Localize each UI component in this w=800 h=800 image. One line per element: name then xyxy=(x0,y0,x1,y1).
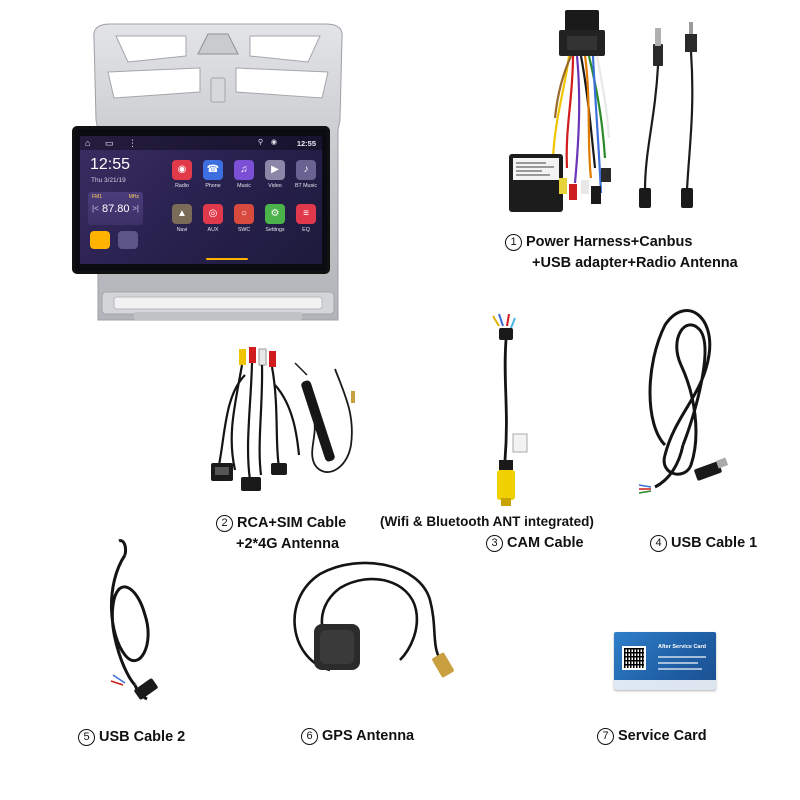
usb-cable-2-image xyxy=(109,539,158,701)
nav-buttons[interactable]: ⌂ ▭ ⋮ xyxy=(85,138,143,148)
music-icon: ♫ xyxy=(234,160,254,180)
app-bt-music[interactable]: ♪ BT Music xyxy=(292,160,320,189)
app-video[interactable]: ▶ Video xyxy=(261,160,289,189)
quick-icons xyxy=(90,231,142,253)
app-eq[interactable]: ≡ EQ xyxy=(292,204,320,233)
app-radio[interactable]: ◉ Radio xyxy=(168,160,196,189)
car-icon[interactable] xyxy=(90,231,110,249)
caption-line1: Service Card xyxy=(618,728,707,744)
app-label: EQ xyxy=(302,227,310,233)
radio-icon: ◉ xyxy=(172,160,192,180)
cam-cable-image xyxy=(492,313,528,506)
caption-line1: USB Cable 1 xyxy=(671,535,758,551)
bluetooth-music-icon: ♪ xyxy=(296,160,316,180)
steering-wheel-icon: ○ xyxy=(234,204,254,224)
app-aux[interactable]: ◎ AUX xyxy=(199,204,227,233)
app-label: Radio xyxy=(175,183,189,189)
screen-display: ⌂ ▭ ⋮ ⚲ ◉ 12:55 12:55 Thu 3/21/19 FM1 MH… xyxy=(80,136,322,264)
phone-icon: ☎ xyxy=(203,160,223,180)
usb-cable-1-image xyxy=(638,309,729,494)
app-music[interactable]: ♫ Music xyxy=(230,160,258,189)
caption-line1: RCA+SIM Cable xyxy=(237,515,347,531)
settings-icon: ⚙ xyxy=(265,204,285,224)
qr-code-icon xyxy=(622,646,646,670)
app-label: AUX xyxy=(207,227,219,233)
clock: 12:55 xyxy=(90,156,131,173)
status-bar: ⌂ ▭ ⋮ ⚲ ◉ 12:55 xyxy=(80,136,322,150)
app-label: Settings xyxy=(265,227,285,233)
caption-line1: GPS Antenna xyxy=(322,728,415,744)
service-card-title: After Service Card xyxy=(658,644,706,650)
caption-number: 7 xyxy=(597,728,614,745)
next-station-icon[interactable]: >| xyxy=(132,204,139,213)
head-unit: ⌂ ▭ ⋮ ⚲ ◉ 12:55 12:55 Thu 3/21/19 FM1 MH… xyxy=(0,0,400,330)
caption-line1: USB Cable 2 xyxy=(99,729,186,745)
caption-number: 2 xyxy=(216,515,233,532)
card-text-line xyxy=(658,656,706,658)
app-label: SWC xyxy=(237,227,251,233)
card-text-line xyxy=(658,668,702,670)
status-icons: ⚲ ◉ xyxy=(257,139,280,146)
radio-frequency: 87.80 xyxy=(102,203,130,215)
app-swc[interactable]: ○ SWC xyxy=(230,204,258,233)
status-time: 12:55 xyxy=(296,139,316,148)
app-label: Phone xyxy=(205,183,221,189)
radio-unit: MHz xyxy=(128,194,139,200)
caption-line2: +USB adapter+Radio Antenna xyxy=(532,255,738,271)
rca-sim-cable-image xyxy=(211,347,301,491)
date: Thu 3/21/19 xyxy=(91,177,126,184)
touchscreen[interactable]: ⌂ ▭ ⋮ ⚲ ◉ 12:55 12:55 Thu 3/21/19 FM1 MH… xyxy=(72,126,330,274)
radio-antenna-adapter-image xyxy=(639,22,697,208)
prev-station-icon[interactable]: |< xyxy=(92,204,99,213)
video-icon: ▶ xyxy=(265,160,285,180)
navigation-icon: ▲ xyxy=(172,204,192,224)
4g-antenna-image xyxy=(294,362,355,473)
app-label: Music xyxy=(237,183,251,189)
app-phone[interactable]: ☎ Phone xyxy=(199,160,227,189)
equalizer-icon: ≡ xyxy=(296,204,316,224)
aux-icon: ◎ xyxy=(203,204,223,224)
card-text-line xyxy=(658,662,698,664)
caption-number: 6 xyxy=(301,728,318,745)
service-card-image: After Service Card xyxy=(614,632,716,690)
apps-grid-icon[interactable] xyxy=(118,231,138,249)
caption-line1: CAM Cable xyxy=(507,535,584,551)
service-card: After Service Card xyxy=(614,632,716,690)
caption-number: 3 xyxy=(486,535,503,552)
app-navi[interactable]: ▲ Navi xyxy=(168,204,196,233)
page-indicator xyxy=(206,258,248,260)
app-label: Navi xyxy=(176,227,188,233)
caption-line1: Power Harness+Canbus xyxy=(526,234,693,250)
app-label: Video xyxy=(268,183,282,189)
gps-antenna-image xyxy=(293,561,454,678)
app-settings[interactable]: ⚙ Settings xyxy=(261,204,289,233)
radio-band: FM1 xyxy=(92,194,102,200)
caption-line2: +2*4G Antenna xyxy=(236,536,340,552)
wifi-bluetooth-note: (Wifi & Bluetooth ANT integrated) xyxy=(380,514,594,529)
power-harness-canbus-image xyxy=(509,10,611,212)
caption-number: 5 xyxy=(78,729,95,746)
card-footer xyxy=(614,680,716,690)
caption-number: 1 xyxy=(505,234,522,251)
radio-widget[interactable]: FM1 MHz |< 87.80 >| xyxy=(88,192,143,225)
app-label: BT Music xyxy=(295,183,317,189)
caption-number: 4 xyxy=(650,535,667,552)
